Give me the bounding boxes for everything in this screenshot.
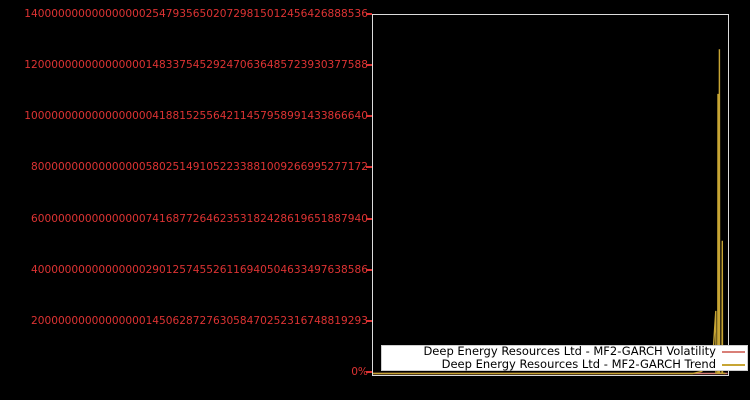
ytick-label: 6000000000000000074168772646235318242861… [30, 213, 368, 225]
ytick-mark [366, 320, 372, 322]
legend-line-sample-trend [722, 363, 745, 366]
legend-label-trend: Deep Energy Resources Ltd - MF2-GARCH Tr… [441, 357, 716, 371]
ytick-label: 1000000000000000000418815255642114579589… [24, 110, 368, 122]
ytick-mark [366, 115, 372, 117]
plot-area [372, 14, 729, 376]
ytick-label: 2000000000000000014506287276305847025231… [30, 315, 368, 327]
ytick-label: 1400000000000000002547935650207298150124… [24, 8, 368, 20]
plot-svg [373, 49, 728, 375]
legend: Deep Energy Resources Ltd - MF2-GARCH Vo… [381, 345, 748, 371]
ytick-label: 4000000000000000029012574552611694050463… [30, 264, 368, 276]
ytick-mark [366, 218, 372, 220]
legend-line-sample-volatility [722, 350, 745, 353]
ytick-mark [366, 371, 372, 373]
ytick-label: 1200000000000000001483375452924706364857… [24, 59, 368, 71]
legend-label-volatility: Deep Energy Resources Ltd - MF2-GARCH Vo… [423, 344, 716, 358]
ytick-label: 0% [351, 366, 368, 378]
ytick-label: 8000000000000000058025149105223388100926… [30, 161, 368, 173]
legend-row-volatility: Deep Energy Resources Ltd - MF2-GARCH Vo… [382, 345, 747, 358]
legend-row-trend: Deep Energy Resources Ltd - MF2-GARCH Tr… [382, 358, 747, 371]
ytick-mark [366, 64, 372, 66]
series-line [373, 49, 726, 375]
ytick-mark [366, 269, 372, 271]
ytick-mark [366, 13, 372, 15]
ytick-mark [366, 166, 372, 168]
